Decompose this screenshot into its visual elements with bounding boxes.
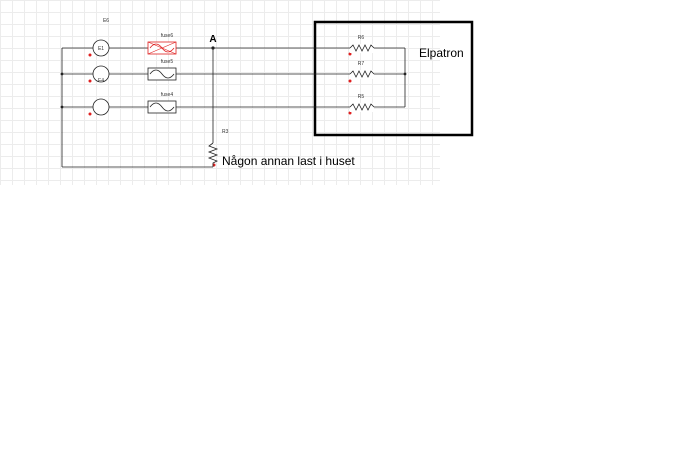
other-load-annotation: Någon annan last i huset xyxy=(222,154,355,168)
voltage-source-bot xyxy=(92,98,110,116)
fuse-bot-label: fuse4 xyxy=(161,92,173,98)
resistor-mid-label: R7 xyxy=(358,61,365,67)
resistor-bot-label: R5 xyxy=(358,94,365,100)
elpatron-box xyxy=(313,20,474,137)
fuse-mid-label: fuse5 xyxy=(161,59,173,65)
resistor-top-label: R6 xyxy=(358,35,365,41)
junction-dot xyxy=(60,105,64,109)
polarity-markers xyxy=(88,52,352,167)
resistor-load xyxy=(207,142,219,167)
fuse-bot xyxy=(147,100,177,114)
voltage-source-top: E1 xyxy=(92,39,110,57)
grid-background xyxy=(0,0,440,185)
resistor-elpatron-top xyxy=(349,44,375,53)
junction-dot xyxy=(403,72,407,76)
resistor-elpatron-bot xyxy=(349,103,375,112)
junction-dot xyxy=(60,72,64,76)
resistor-load-label: R3 xyxy=(222,129,229,135)
fuse-top-label: fuse6 xyxy=(161,33,173,39)
svg-text:E1: E1 xyxy=(98,46,104,52)
junction-dot xyxy=(211,46,215,50)
svg-text:E4: E4 xyxy=(98,78,104,84)
voltage-source-mid: E4 xyxy=(92,65,110,84)
source-group-label: E6 xyxy=(103,18,109,24)
elpatron-title: Elpatron xyxy=(419,46,464,60)
node-a-label: A xyxy=(209,34,216,45)
fuse-mid xyxy=(147,67,177,81)
fuse-top-blown xyxy=(147,41,177,55)
resistor-elpatron-mid xyxy=(349,70,375,79)
